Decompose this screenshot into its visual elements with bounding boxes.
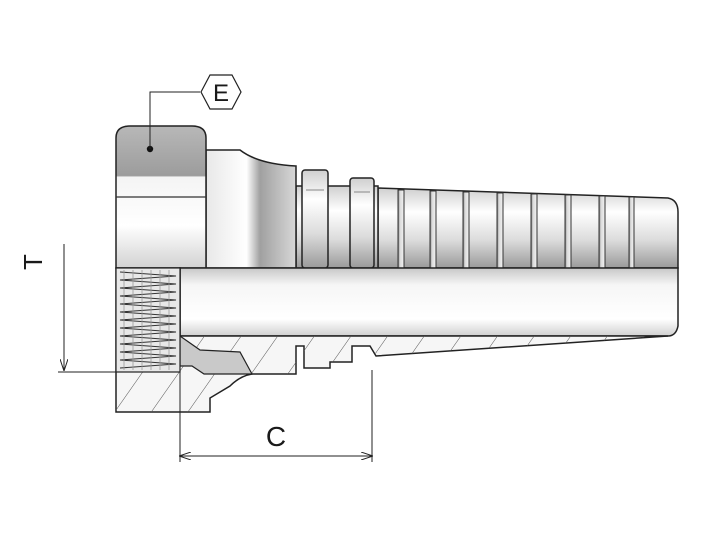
bore xyxy=(179,267,679,337)
thread-profile xyxy=(119,271,177,369)
dimension-t: T xyxy=(18,244,124,373)
hex-nut xyxy=(115,125,207,269)
dimension-c: C xyxy=(180,340,372,462)
callout-hexagon xyxy=(200,74,242,110)
dimension-c-label: C xyxy=(266,421,286,452)
collar-rings xyxy=(295,169,379,269)
dimension-t-label: T xyxy=(18,254,48,270)
callout-e: E xyxy=(149,74,242,149)
callout-e-label: E xyxy=(213,80,229,107)
nut-neck xyxy=(205,149,297,269)
barb-ribs xyxy=(397,189,635,269)
section-wall xyxy=(115,267,669,413)
hose-tail xyxy=(377,187,679,269)
thread-section xyxy=(115,267,181,373)
thread-teeth xyxy=(119,270,177,370)
